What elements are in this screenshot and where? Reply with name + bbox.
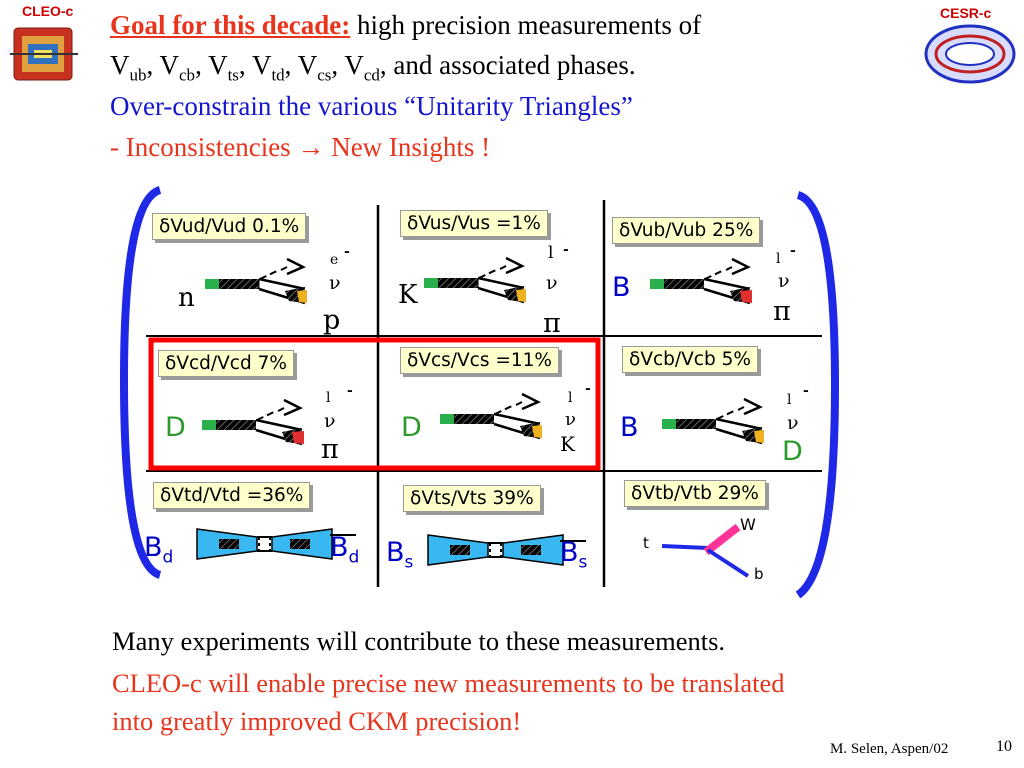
lepton-charge: - (803, 383, 809, 399)
footer-line-2: CLEO-c will enable precise new measureme… (112, 668, 785, 698)
goal-label: Goal for this decade: (110, 10, 351, 40)
vcs-error-box: δVcs/Vcs =11% (400, 347, 559, 374)
lepton-charge: - (347, 383, 353, 399)
left-bracket (119, 186, 162, 579)
neutrino: ν (329, 272, 341, 294)
parent-b: B (620, 412, 639, 443)
ckm-element: Vcd, and associated phases. (344, 50, 636, 85)
parent-n: n (178, 283, 195, 313)
cesr-ring-logo (924, 24, 1016, 84)
page-number: 10 (996, 738, 1012, 755)
bs-left-label: Bs (386, 537, 414, 573)
parent-b: B (612, 272, 631, 303)
bd-left-label: Bd (144, 532, 174, 568)
decay-diagram-vcb (660, 397, 766, 445)
lepton-charge: - (563, 242, 569, 258)
ckm-elements-line: Vub, Vcb, Vts, Vtd, Vcs, Vcd, and associ… (110, 50, 636, 90)
decay-diagram-vus (422, 256, 528, 304)
ckm-element: Vcs, (297, 50, 345, 85)
decay-diagram-vcd (200, 398, 306, 446)
vtb-error-box: δVtb/Vtb 29% (624, 480, 766, 507)
highlight-box (148, 337, 601, 471)
header-goal-line: Goal for this decade: high precision mea… (110, 10, 701, 41)
bs-bar-right-label: Bs (560, 537, 588, 573)
footer-line-3: into greatly improved CKM precision! (112, 706, 522, 736)
lepton-l: l (776, 251, 781, 267)
parent-k: K (398, 280, 418, 310)
decay-diagram-vud (203, 257, 309, 305)
ckm-element: Vub, (110, 50, 160, 85)
vtd-error-box: δVtd/Vtd =36% (153, 482, 311, 509)
lepton-charge: - (790, 243, 796, 259)
parent-d: D (165, 412, 186, 443)
inconsistencies-line: - Inconsistencies → New Insights ! (110, 132, 491, 162)
lepton-l: l (568, 390, 573, 406)
pion: π (773, 296, 791, 327)
vts-error-box: δVts/Vts 39% (403, 485, 541, 512)
footer-line-1: Many experiments will contribute to thes… (112, 626, 726, 656)
vud-error-box: δVud/Vud 0.1% (152, 213, 307, 240)
decay-diagram-vcs (438, 392, 544, 440)
lepton-e: e (330, 252, 339, 268)
neutrino: ν (778, 270, 790, 292)
neutrino: ν (787, 412, 799, 434)
decay-diagram-vub (648, 257, 754, 305)
proton: p (323, 305, 341, 336)
bottom-quark-label: b (754, 565, 764, 583)
ckm-element: Vtd, (251, 50, 298, 85)
parent-d: D (401, 412, 422, 443)
cleo-detector-logo (10, 27, 78, 81)
lepton-l: l (787, 392, 792, 408)
pion: π (543, 308, 561, 339)
mixing-diagram-bs (427, 534, 564, 566)
neutrino: ν (324, 410, 336, 432)
kaon: K (560, 432, 575, 456)
daughter-d: D (782, 436, 803, 467)
top-decay-diagram (661, 523, 750, 578)
pion: π (321, 434, 339, 465)
mixing-diagram-bd (196, 528, 333, 560)
vub-error-box: δVub/Vub 25% (612, 217, 761, 244)
lepton-l: l (548, 243, 554, 263)
cleo-c-logo-label: CLEO-c (22, 3, 74, 19)
vcd-error-box: δVcd/Vcd 7% (158, 350, 294, 377)
neutrino: ν (565, 409, 576, 430)
ckm-element: Vts, (208, 50, 252, 85)
cesr-c-logo-label: CESR-c (940, 5, 992, 21)
w-boson-label: W (740, 515, 756, 534)
lepton-charge: - (585, 381, 591, 397)
lepton-charge: - (344, 244, 350, 260)
vus-error-box: δVus/Vus =1% (400, 210, 548, 237)
top-quark-label: t (643, 534, 649, 552)
ckm-element-list: Vub, Vcb, Vts, Vtd, Vcs, Vcd, and associ… (110, 50, 636, 85)
unitarity-line: Over-constrain the various “Unitarity Tr… (110, 91, 633, 121)
author-credit: M. Selen, Aspen/02 (830, 741, 949, 757)
lepton-l: l (326, 390, 331, 406)
goal-text: high precision measurements of (350, 10, 702, 40)
ckm-element: Vcb, (159, 50, 209, 85)
neutrino: ν (546, 272, 558, 294)
bd-bar-right-label: Bd (330, 532, 360, 568)
right-bracket (795, 191, 840, 599)
vcb-error-box: δVcb/Vcb 5% (622, 346, 758, 373)
